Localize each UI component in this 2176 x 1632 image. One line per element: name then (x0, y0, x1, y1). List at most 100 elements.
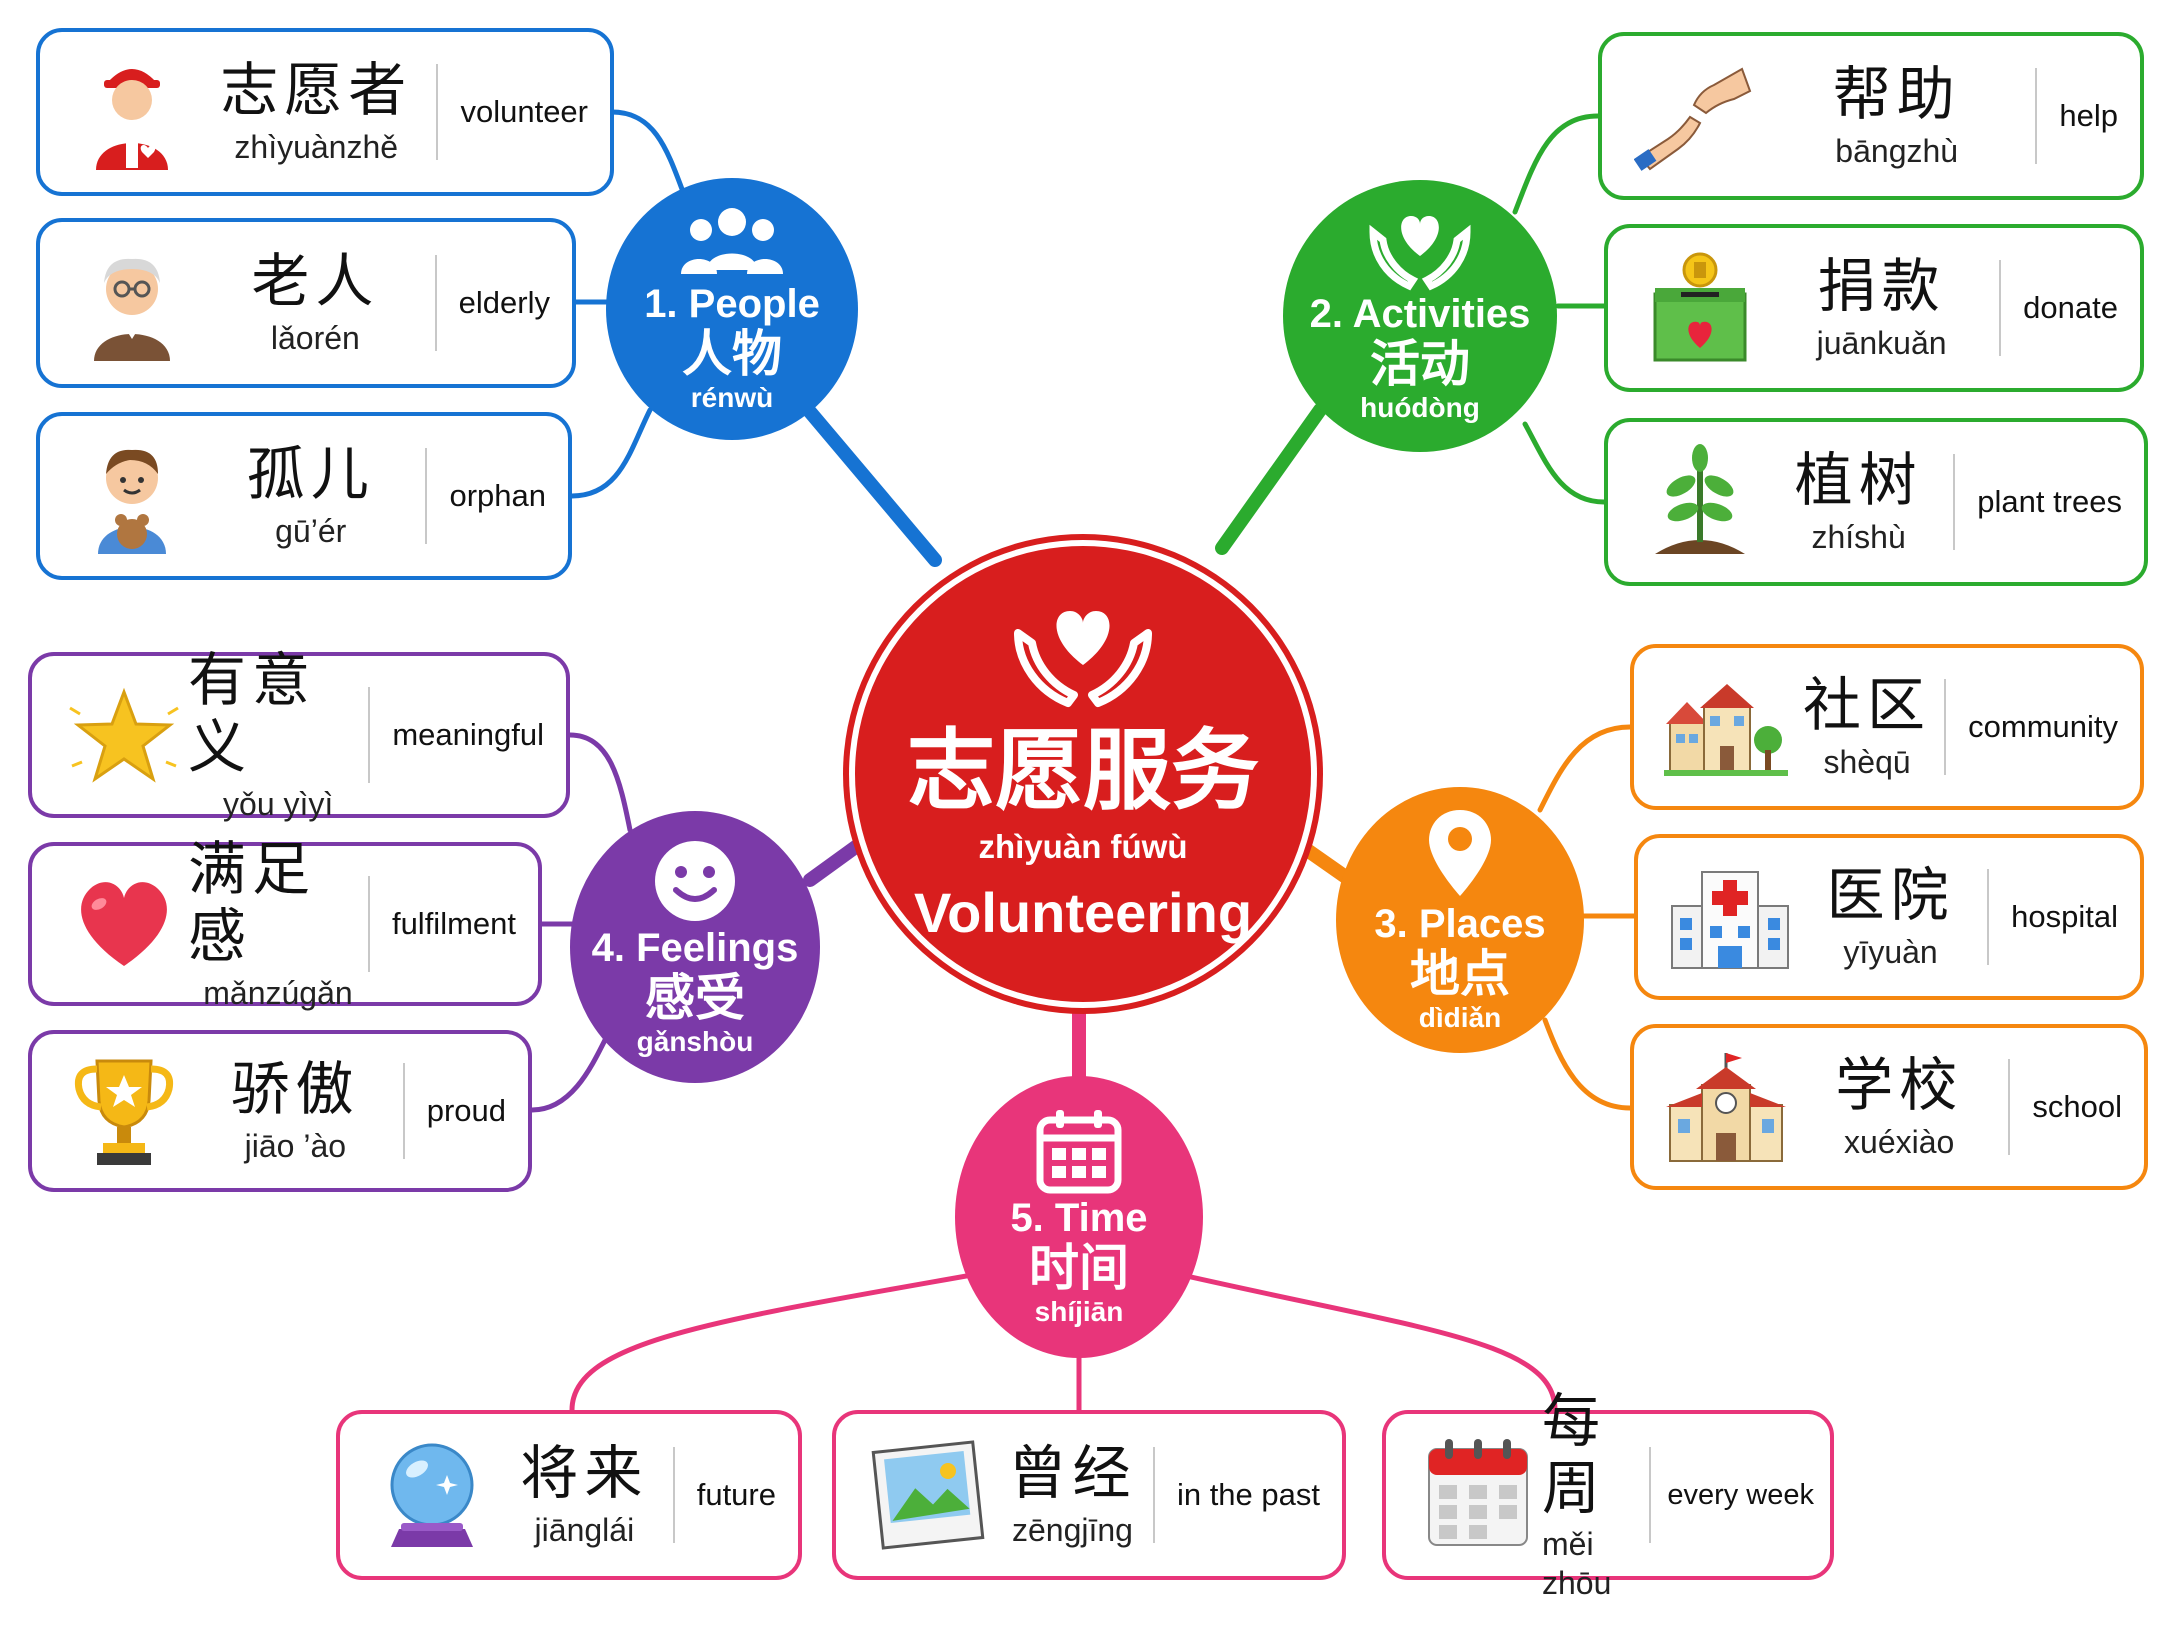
word-hanzi: 骄傲 (231, 1055, 360, 1124)
center-title-pinyin: zhìyuàn fúwù (978, 827, 1188, 865)
divider (402, 1063, 405, 1159)
hub-feelings-pinyin: gǎnshòu (636, 1026, 754, 1058)
word-english: school (2032, 1089, 2122, 1124)
hub-time-pinyin: shíjiān (1034, 1296, 1124, 1328)
school-icon (1662, 1043, 1790, 1171)
word-pinyin: měi zhōu (1542, 1526, 1612, 1601)
hub-places-label: 3. Places (1374, 901, 1546, 946)
word-pinyin: shèqū (1823, 744, 1911, 781)
connector-activities-4 (1215, 403, 1327, 555)
orphan-icon (68, 432, 196, 560)
calendar-icon (1034, 1106, 1124, 1196)
divider (672, 1447, 675, 1543)
word-english: meaningful (392, 717, 544, 752)
word-pinyin: lǎorén (270, 320, 360, 357)
trophy-icon (60, 1047, 188, 1175)
divider (425, 448, 428, 544)
hub-people-label: 1. People (644, 281, 820, 326)
connector-feelings-12 (803, 831, 875, 887)
connector-people-0 (793, 393, 942, 567)
volunteer-icon (68, 48, 196, 176)
word-english: plant trees (1977, 484, 2122, 519)
photo-icon (864, 1431, 992, 1559)
connector-feelings-13 (567, 732, 633, 833)
word-english: fulfilment (391, 906, 516, 941)
word-hanzi: 捐款 (1817, 252, 1946, 321)
word-pinyin: bāngzhù (1835, 133, 1959, 170)
vocab-card-fulfilment: 满足感 mǎnzúgǎn fulfilment (28, 836, 542, 1011)
heart-icon (60, 860, 188, 988)
hub-activities-pinyin: huódòng (1360, 392, 1480, 424)
smiley-icon (650, 836, 740, 926)
hub-activities: 2. Activities 活动 huódòng (1283, 180, 1557, 452)
connector-time-17 (569, 1267, 1003, 1413)
word-english: every week (1667, 1478, 1814, 1511)
hub-activities-label: 2. Activities (1309, 291, 1531, 336)
hub-feelings-hanzi: 感受 (645, 968, 745, 1027)
star-icon (60, 671, 188, 799)
word-hanzi: 曾经 (1008, 1439, 1137, 1508)
word-pinyin: zhíshù (1811, 519, 1906, 556)
divider (368, 687, 371, 783)
hub-time-label: 5. Time (1010, 1195, 1148, 1240)
word-pinyin: jiānglái (534, 1512, 635, 1549)
word-hanzi: 植树 (1794, 446, 1923, 515)
divider (1152, 1447, 1155, 1543)
hub-places-hanzi: 地点 (1410, 944, 1510, 1003)
hub-people-pinyin: rénwù (690, 382, 774, 414)
word-hanzi: 帮助 (1832, 60, 1961, 129)
word-hanzi: 满足感 (188, 835, 317, 970)
word-english: proud (426, 1093, 506, 1128)
hub-places: 3. Places 地点 dìdiǎn (1336, 787, 1584, 1053)
heart-hands-icon (1008, 603, 1158, 717)
vocab-card-help: 帮助 bāngzhù help (1598, 32, 2144, 200)
hub-people: 1. People 人物 rénwù (606, 178, 858, 440)
word-hanzi: 每周 (1542, 1386, 1607, 1522)
word-english: elderly (458, 285, 550, 320)
hub-feelings: 4. Feelings 感受 gǎnshòu (570, 811, 820, 1083)
divider (1953, 454, 1956, 550)
divider (1987, 869, 1990, 965)
vocab-card-donate: 捐款 juānkuǎn donate (1604, 224, 2144, 392)
connector-places-11 (1542, 1017, 1633, 1111)
word-pinyin: xuéxiào (1844, 1124, 1955, 1161)
word-hanzi: 老人 (251, 247, 380, 316)
word-hanzi: 有意义 (188, 646, 317, 781)
word-english: donate (2023, 290, 2118, 325)
donation-box-icon (1636, 244, 1764, 372)
word-pinyin: zhìyuànzhě (234, 129, 399, 166)
helping-hands-icon (1630, 52, 1758, 180)
connector-activities-5 (1512, 113, 1601, 215)
hospital-icon (1666, 853, 1794, 981)
hub-feelings-label: 4. Feelings (591, 925, 799, 970)
word-pinyin: juānkuǎn (1816, 325, 1947, 362)
word-pinyin: zēngjīng (1011, 1512, 1133, 1549)
community-icon (1662, 663, 1790, 791)
connector-time-19 (1157, 1267, 1558, 1413)
word-pinyin: mǎnzúgǎn (203, 974, 353, 1011)
word-hanzi: 医院 (1826, 861, 1955, 930)
hub-time-hanzi: 时间 (1029, 1238, 1129, 1297)
connector-places-9 (1537, 724, 1633, 813)
weekly-calendar-icon (1414, 1431, 1542, 1559)
connector-feelings-15 (529, 1037, 608, 1113)
elderly-icon (68, 239, 196, 367)
location-pin-icon (1425, 806, 1495, 902)
word-pinyin: gū’ér (275, 513, 347, 550)
word-hanzi: 社区 (1803, 671, 1932, 740)
word-english: help (2059, 98, 2118, 133)
divider (2035, 68, 2038, 164)
center-title-hanzi: 志愿服务 (906, 719, 1259, 823)
connector-places-8 (1293, 838, 1357, 887)
crystal-ball-icon (368, 1431, 496, 1559)
hub-people-hanzi: 人物 (682, 324, 782, 383)
divider (367, 876, 370, 972)
